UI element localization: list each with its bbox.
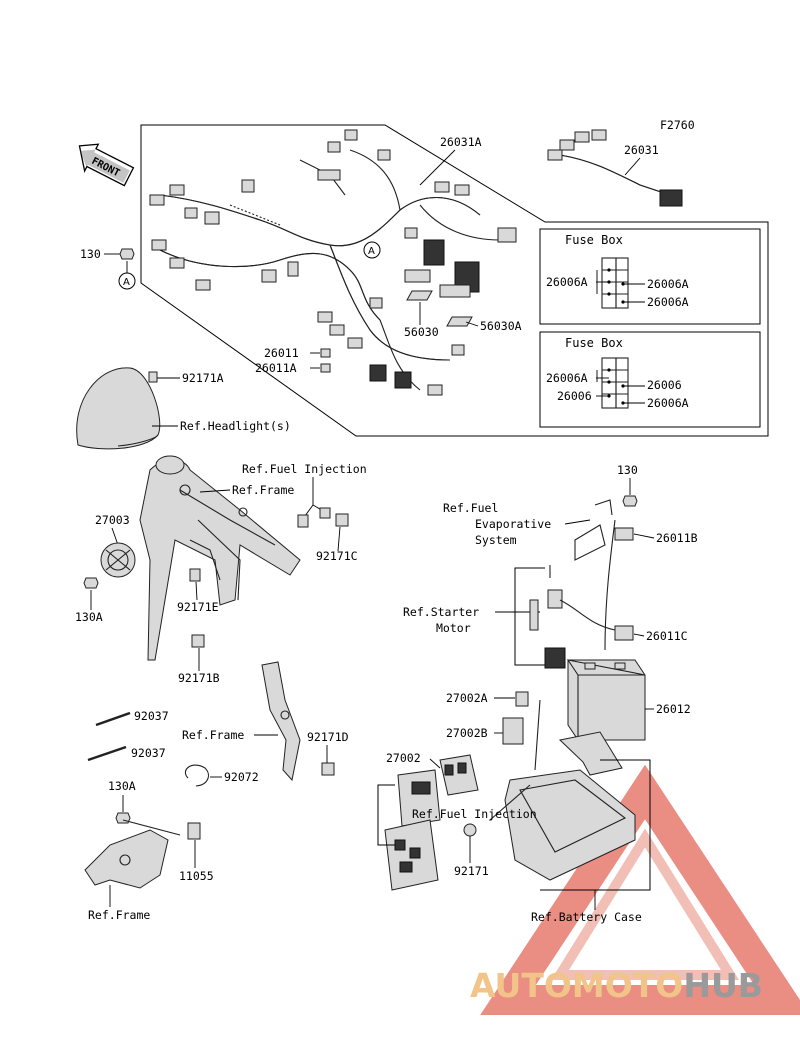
label-ref-frame-top: Ref.Frame xyxy=(232,483,294,497)
label-11055: 11055 xyxy=(179,869,214,883)
label-92072: 92072 xyxy=(224,770,259,784)
label-fb1-26006A-left: 26006A xyxy=(546,275,588,289)
bolt-130A-icon xyxy=(83,577,99,589)
horn-27003-icon xyxy=(100,542,136,578)
fuse-block-icon-1 xyxy=(601,257,629,309)
label-26012: 26012 xyxy=(656,702,691,716)
sub-harness-26031 xyxy=(547,129,683,207)
label-27003: 27003 xyxy=(95,513,130,527)
label-92171C: 92171C xyxy=(316,549,358,563)
watermark-part2: HUB xyxy=(683,966,763,1005)
circle-ref-a-harness: A xyxy=(368,246,375,257)
ecu-27002-icon xyxy=(397,754,479,827)
label-26031A: 26031A xyxy=(440,135,482,149)
label-ref-fuel-evap-3: System xyxy=(475,533,517,547)
watermark-text: AUTOMOTOHUB xyxy=(470,966,763,1005)
strap-92037-a-icon xyxy=(95,711,131,727)
relay-27002A-icon xyxy=(515,691,529,707)
watermark-part1: AUTOMOTO xyxy=(470,966,683,1005)
label-fb2-26006-right: 26006 xyxy=(647,378,682,392)
label-56030: 56030 xyxy=(404,325,439,339)
bracket-11055-icon xyxy=(84,812,201,889)
harness-frame xyxy=(140,124,769,437)
front-arrow-icon: FRONT xyxy=(78,143,135,187)
label-ref-starter-2: Motor xyxy=(436,621,471,635)
label-27002: 27002 xyxy=(386,751,421,765)
bolt-130-icon xyxy=(119,248,135,260)
label-26011B: 26011B xyxy=(656,531,698,545)
label-26011: 26011 xyxy=(264,346,299,360)
label-27002B: 27002B xyxy=(446,726,488,740)
label-ref-frame-mid: Ref.Frame xyxy=(182,728,244,742)
starter-relay-icon xyxy=(514,565,634,669)
fuse-box-title-1: Fuse Box xyxy=(565,233,623,247)
bolt-130-right-icon xyxy=(622,495,638,507)
battery-case-icon xyxy=(489,699,636,881)
label-92037-a: 92037 xyxy=(134,709,169,723)
label-ref-fuel-injection-bottom: Ref.Fuel Injection xyxy=(412,807,537,821)
label-130A-left: 130A xyxy=(75,610,103,624)
bracket-lead-27002 xyxy=(377,784,395,846)
relay-27002B-icon xyxy=(502,717,524,745)
label-ref-fuel-evap-2: Evaporative xyxy=(475,517,551,531)
label-ref-fuel-evap-1: Ref.Fuel xyxy=(443,501,498,515)
label-92171: 92171 xyxy=(454,864,489,878)
figure-code: F2760 xyxy=(660,118,695,132)
label-56030A: 56030A xyxy=(480,319,522,333)
label-ref-starter-1: Ref.Starter xyxy=(403,605,479,619)
label-92037-b: 92037 xyxy=(131,746,166,760)
fuse-box-panel-2 xyxy=(539,331,761,428)
main-wiring-harness: A xyxy=(149,129,517,396)
clamp-92171B-icon xyxy=(191,634,205,648)
bracket-92171C-icon xyxy=(297,507,349,528)
strap-92037-b-icon xyxy=(87,745,127,762)
clamp-92171E-icon xyxy=(189,568,201,582)
label-130A-bottom: 130A xyxy=(108,779,136,793)
label-ref-frame-bottom: Ref.Frame xyxy=(88,908,150,922)
label-fb2-26006A-right: 26006A xyxy=(647,396,689,410)
ecu-bracket-icon xyxy=(384,819,439,891)
frame-drawing xyxy=(139,455,301,661)
label-27002A: 27002A xyxy=(446,691,488,705)
battery-26012-icon xyxy=(566,659,646,741)
label-92171D: 92171D xyxy=(307,730,349,744)
label-130-right: 130 xyxy=(617,463,638,477)
label-92171A: 92171A xyxy=(182,371,224,385)
fuse-block-icon-2 xyxy=(601,357,629,409)
circle-ref-a-label: A xyxy=(123,277,130,288)
fuse-box-panel-1 xyxy=(539,228,761,325)
label-26011C: 26011C xyxy=(646,629,688,643)
label-fb2-26006-left: 26006 xyxy=(557,389,592,403)
label-fb2-26006A-left: 26006A xyxy=(546,371,588,385)
label-92171E: 92171E xyxy=(177,600,219,614)
bolt-92171-icon xyxy=(463,823,477,837)
label-fb1-26006A-r1: 26006A xyxy=(647,277,689,291)
cable-26011B-icon xyxy=(604,519,634,651)
label-130-top: 130 xyxy=(80,247,101,261)
fuse-box-title-2: Fuse Box xyxy=(565,336,623,350)
clip-92072-icon xyxy=(184,764,209,787)
watermark-logo xyxy=(480,764,800,1015)
bracket-evap-icon xyxy=(574,499,613,561)
label-fb1-26006A-r2: 26006A xyxy=(647,295,689,309)
label-26031: 26031 xyxy=(624,143,659,157)
label-26011A: 26011A xyxy=(255,361,297,375)
headlight-shell xyxy=(76,367,161,450)
label-ref-headlight: Ref.Headlight(s) xyxy=(180,419,291,433)
frame-bracket-mid-icon xyxy=(261,661,335,782)
label-92171B: 92171B xyxy=(178,671,220,685)
label-ref-fuel-injection-top: Ref.Fuel Injection xyxy=(242,462,367,476)
label-ref-battery-case: Ref.Battery Case xyxy=(531,910,642,924)
